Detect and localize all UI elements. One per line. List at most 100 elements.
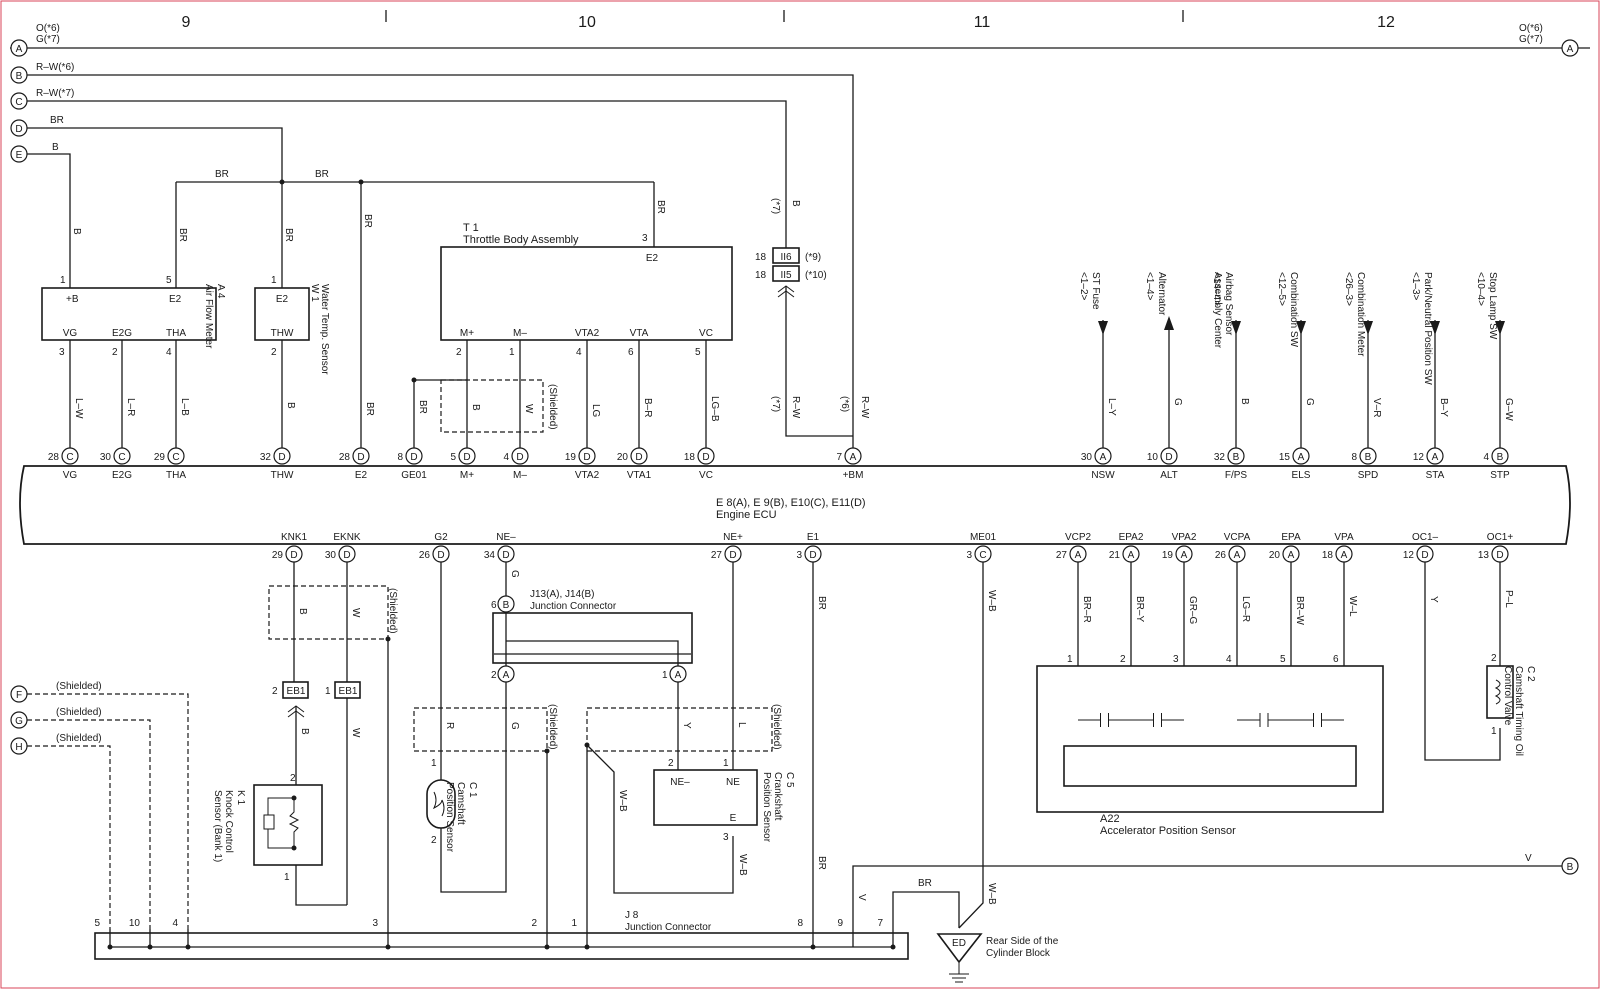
c1-return-wire [440,682,507,893]
pin-number: 27 [711,550,723,561]
pin-number: 1 [271,275,277,286]
pin-number: 5 [94,918,100,929]
junction-dot [810,944,816,950]
signal-source-name: Airbag SensorAssembly Center [1212,272,1234,349]
ecu-connectors: E 8(A), E 9(B), E10(C), E11(D) [716,497,866,509]
pin-number: 4 [1483,452,1489,463]
pin-number: 6 [491,600,497,611]
wire-color-label: B–R [642,398,653,417]
right-terminal-A [1561,39,1579,57]
signal-source-name: Combination SW [1288,272,1299,348]
pin-number: 2 [1120,654,1126,665]
pin-number: 2 [456,347,462,358]
ecu-top-pin [1094,447,1112,465]
water-temp-sensor [254,287,310,341]
wire-color-label: LG [590,404,601,418]
wire-color-label: W–L [1347,596,1358,617]
component-code: K 1 [235,790,246,805]
wire-color-label: W–B [737,854,748,876]
shielded-note: (Shielded) [547,384,558,430]
ecu-bottom-pin-letter: A [1341,550,1348,561]
pin-number: 2 [668,758,674,769]
junction-dot [107,944,113,950]
aps-element [1063,745,1357,787]
pin-number: 26 [1215,550,1227,561]
bus-c-label: R–W(*7) [36,88,74,99]
ecu-bottom-pin-letter: D [437,550,444,561]
component-name: Knock ControlSensor (Bank 1) [212,790,234,862]
ecu-top-pin [352,447,370,465]
shield-line-G [27,719,151,929]
junction-dot [584,944,590,950]
signal-source-name: Park/Neutral Position SW [1422,272,1433,385]
ecu-top-pin-letter: D [278,452,285,463]
engine-ecu [19,465,1571,545]
pin-label: M– [513,328,527,339]
pin-number: 3 [723,832,729,843]
pin-number: 7 [877,918,883,929]
ecu-pin-name: KNK1 [281,532,308,543]
ecu-top-pin [1426,447,1444,465]
wire-color-label: V–R [1371,398,1382,417]
ecu-top-pin-letter: A [850,452,857,463]
ecu-pin-name: E1 [807,532,820,543]
wire-color-label: B–Y [1438,398,1449,417]
wire-color-label: G [509,722,520,730]
bus-terminal-C-letter: C [15,97,22,108]
pin-number: 12 [1403,550,1415,561]
pin-number: 2 [272,686,278,697]
pin-label: E2 [169,294,182,305]
c1-shield [413,707,548,752]
signal-source-ref: <12–5> [1276,272,1287,306]
pin-number: 12 [1413,452,1425,463]
column-number: 11 [974,14,991,31]
junction-dot [291,795,297,801]
oc1-minus-wire [1424,562,1501,761]
ecu-top-pin-letter: D [1165,452,1172,463]
ecu-pin-name: VTA1 [627,470,652,481]
pin-number: 1 [284,872,290,883]
ecu-pin-name: EPA2 [1119,532,1144,543]
pin-label: NE– [670,777,690,788]
c5-shield [586,707,773,752]
wire-color-label: W–B [986,883,997,905]
ecu-pin-name: E2 [355,470,368,481]
component-name: Accelerator Position Sensor [1100,825,1236,837]
wire-color-label: GR–G [1187,596,1198,625]
pin-number: 5 [166,275,172,286]
pin-number: 3 [372,918,378,929]
pin-number: 2 [491,670,497,681]
shielded-note: (Shielded) [56,733,102,744]
wire-color-label: L–Y [1106,398,1117,416]
pin-number: 2 [112,347,118,358]
signal-arrow-down [1495,321,1505,335]
signal-source-ref: <10–4> [1475,272,1486,306]
throttle-body-assembly [440,246,733,341]
wire-color-label: BR [364,402,375,416]
pin-number: 20 [617,452,629,463]
right-terminal-B [1561,857,1579,875]
j13-pin-A [497,665,515,683]
ecu-top-pin [405,447,423,465]
pin-number: 6 [628,347,634,358]
pin-number: 1 [60,275,66,286]
pin-label: E2 [276,294,289,305]
sensor-resistor [288,798,300,848]
ecu-top-pin-letter: B [1497,452,1504,463]
signal-source-ref: <1–3> [1410,272,1421,301]
ecu-top-pin [113,447,131,465]
wire-color-label: BR [918,878,932,889]
pin-number: 2 [531,918,537,929]
piezo-element [263,814,275,830]
ecu-top-pin-letter: A [1100,452,1107,463]
bus-terminal-F-letter: F [16,690,22,701]
ecu-top-pin [1160,447,1178,465]
pin-number: 30 [100,452,112,463]
ecu-pin-name: F/PS [1225,470,1248,481]
wire-color-label: W [350,728,361,738]
component-code: T 1 [463,222,479,234]
column-number: 12 [1377,14,1395,31]
ecu-top-pin [1292,447,1310,465]
column-number: 9 [182,14,191,31]
